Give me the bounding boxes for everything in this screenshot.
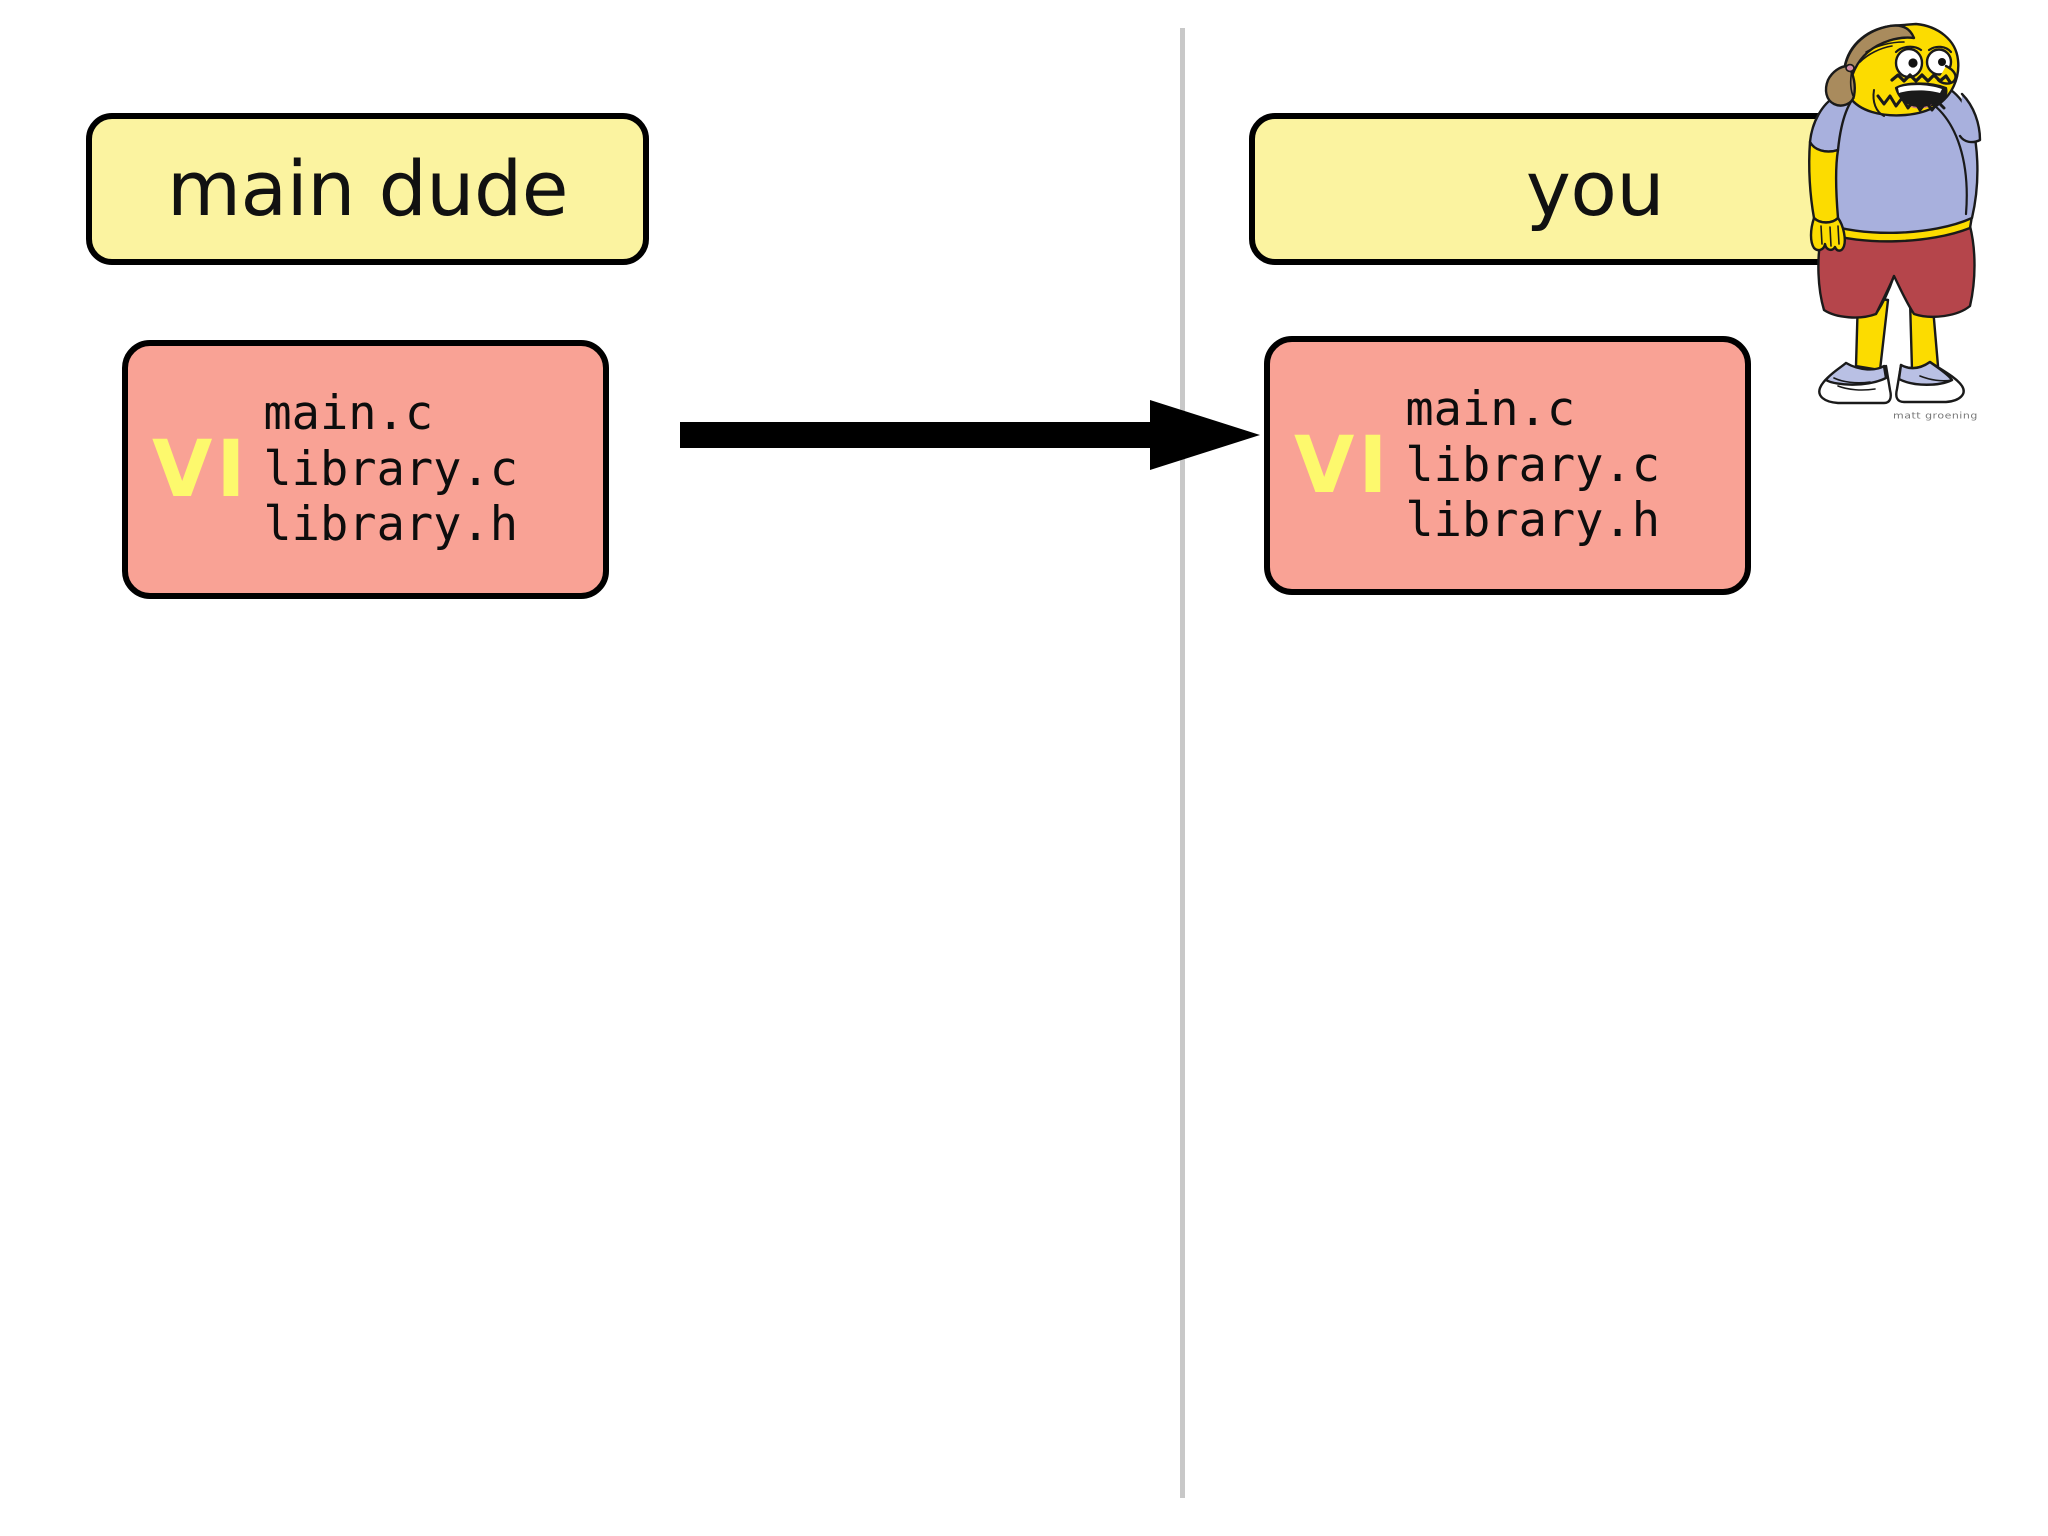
file-list: main.c library.c library.h (249, 386, 518, 552)
file-list-item: library.h (263, 497, 519, 553)
file-list-item: main.c (1405, 382, 1576, 438)
file-list-item: library.c (263, 441, 519, 497)
editor-badge-vi: VI (152, 424, 250, 515)
file-list-item: library.c (1405, 437, 1661, 493)
file-list: main.c library.c library.h (1391, 382, 1660, 548)
panel-divider (1180, 28, 1185, 1498)
panel-label-text: you (1525, 144, 1665, 233)
code-box-main-dude: VI main.c library.c library.h (122, 340, 609, 599)
editor-badge-vi: VI (1294, 420, 1392, 511)
flow-arrow-right (680, 400, 1260, 470)
code-box-you: VI main.c library.c library.h (1264, 336, 1751, 595)
panel-label-main-dude: main dude (86, 113, 649, 265)
file-list-item: main.c (263, 386, 434, 442)
artist-signature: matt groening (1893, 410, 1978, 421)
file-list-item: library.h (1405, 493, 1661, 549)
comic-book-guy-illustration (1808, 22, 1982, 405)
panel-label-text: main dude (167, 144, 568, 233)
